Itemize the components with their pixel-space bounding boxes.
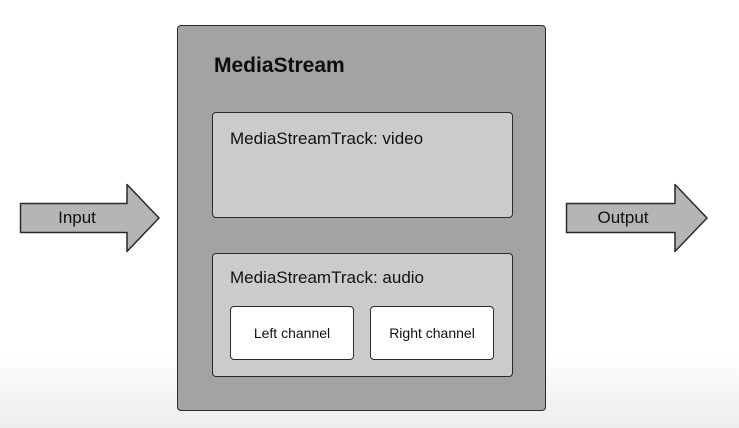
output-arrow-shape [565, 183, 708, 253]
right-channel-box: Right channel [370, 306, 494, 360]
mediastream-box: MediaStream MediaStreamTrack: video Medi… [177, 25, 546, 411]
input-arrow: Input [19, 183, 161, 253]
output-label: Output [597, 208, 649, 227]
input-arrow-shape [19, 183, 160, 253]
audio-track-label: MediaStreamTrack: audio [230, 268, 425, 287]
mediastream-title: MediaStream [214, 54, 345, 77]
left-channel-box: Left channel [230, 306, 354, 360]
video-track-box: MediaStreamTrack: video [212, 112, 513, 218]
video-track-label: MediaStreamTrack: video [230, 129, 424, 148]
output-arrow: Output [565, 183, 709, 253]
audio-track-box: MediaStreamTrack: audio Left channel Rig… [212, 253, 513, 377]
input-label: Input [58, 208, 96, 227]
